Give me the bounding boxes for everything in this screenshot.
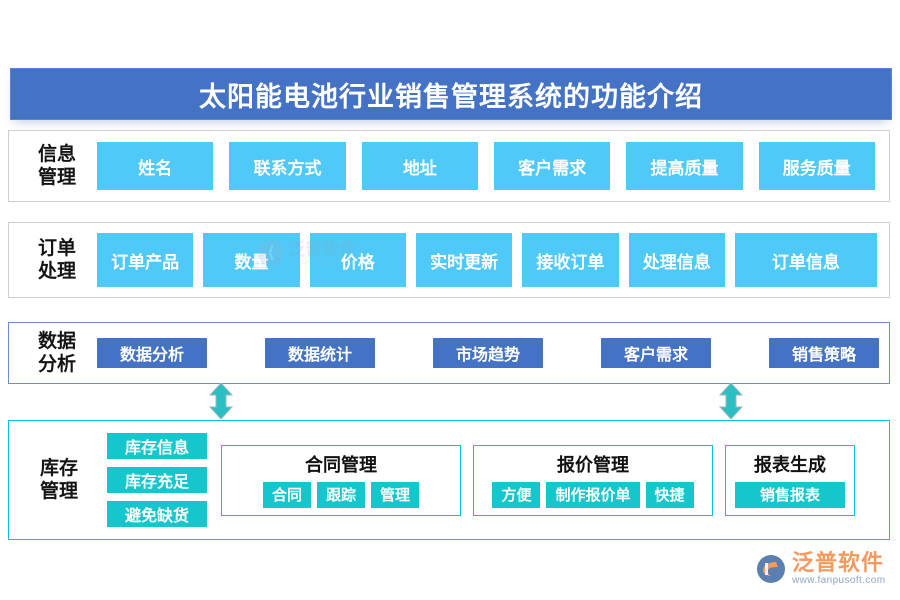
chip-address[interactable]: 地址 (361, 142, 478, 190)
brand-logo: 泛普软件 www.fanpusoft.com (756, 552, 886, 586)
chip-data-analysis[interactable]: 数据分析 (97, 338, 207, 368)
chip-convenient[interactable]: 方便 (492, 481, 541, 508)
section-label-line: 库存 (39, 458, 78, 479)
chip-realtime-update[interactable]: 实时更新 (415, 233, 513, 287)
group-title-report-generation: 报表生成 (754, 454, 826, 475)
section-data-analysis: 数据 分析 数据分析 数据统计 市场趋势 客户需求 销售策略 (8, 322, 890, 384)
section-label-line: 管理 (37, 167, 76, 188)
group-chip-list-contract: 合同 跟踪 管理 (262, 481, 420, 508)
section-label-information-management: 信息 管理 (23, 143, 91, 189)
chip-market-trend[interactable]: 市场趋势 (433, 338, 543, 368)
chip-receive-order[interactable]: 接收订单 (522, 233, 619, 287)
chip-inventory-info[interactable]: 库存信息 (107, 433, 207, 459)
chip-avoid-stockout[interactable]: 避免缺货 (107, 501, 207, 527)
chip-create-quote[interactable]: 制作报价单 (546, 481, 640, 508)
brand-name: 泛普软件 (792, 550, 885, 575)
group-quotation-management: 报价管理 方便 制作报价单 快捷 (473, 444, 713, 516)
section-label-line: 管理 (39, 481, 78, 502)
chip-customer-needs[interactable]: 客户需求 (493, 142, 611, 190)
chip-inventory-ample[interactable]: 库存充足 (107, 467, 207, 493)
chip-order-info[interactable]: 订单信息 (734, 233, 877, 287)
section-label-data-analysis: 数据 分析 (23, 330, 91, 376)
chip-customer-needs[interactable]: 客户需求 (601, 338, 711, 368)
chip-name[interactable]: 姓名 (97, 142, 214, 190)
arrow-up-down-icon (718, 383, 744, 419)
section-label-line: 订单 (37, 238, 76, 259)
group-title-contract-management: 合同管理 (305, 454, 377, 475)
chip-list-information-management: 姓名 联系方式 地址 客户需求 提高质量 服务质量 (97, 142, 889, 190)
section-label-line: 数据 (37, 331, 76, 352)
brand-logo-text: 泛普软件 www.fanpusoft.com (792, 552, 886, 586)
chip-service-quality[interactable]: 服务质量 (758, 142, 875, 190)
group-contract-management: 合同管理 合同 跟踪 管理 (221, 444, 461, 516)
chip-process-info[interactable]: 处理信息 (628, 233, 725, 287)
chip-list-order-processing: 订单产品 数量 价格 实时更新 接收订单 处理信息 订单信息 (97, 233, 889, 287)
chip-quantity[interactable]: 数量 (203, 233, 300, 287)
section-inventory-management: 库存 管理 库存信息 库存充足 避免缺货 合同管理 合同 跟踪 管理 报价管理 … (8, 420, 890, 540)
group-report-generation: 报表生成 销售报表 (725, 444, 855, 516)
section-label-line: 分析 (37, 354, 76, 375)
group-chip-list-report: 销售报表 (735, 481, 845, 508)
chip-list-data-analysis: 数据分析 数据统计 市场趋势 客户需求 销售策略 (97, 338, 889, 368)
section-label-line: 处理 (37, 261, 76, 282)
chip-sales-strategy[interactable]: 销售策略 (769, 338, 879, 368)
chip-order-product[interactable]: 订单产品 (97, 233, 194, 287)
chip-stack-inventory: 库存信息 库存充足 避免缺货 (107, 433, 207, 527)
chip-contact[interactable]: 联系方式 (229, 142, 346, 190)
arrow-up-down-icon (208, 383, 234, 419)
title-banner: 太阳能电池行业销售管理系统的功能介绍 (10, 68, 892, 120)
chip-price[interactable]: 价格 (309, 233, 406, 287)
chip-manage[interactable]: 管理 (371, 481, 420, 508)
section-information-management: 信息 管理 姓名 联系方式 地址 客户需求 提高质量 服务质量 (8, 130, 890, 202)
brand-url: www.fanpusoft.com (792, 575, 886, 586)
chip-tracking[interactable]: 跟踪 (316, 481, 365, 508)
chip-improve-quality[interactable]: 提高质量 (626, 142, 743, 190)
brand-logo-icon (756, 554, 786, 584)
page-title: 太阳能电池行业销售管理系统的功能介绍 (199, 81, 703, 112)
section-label-inventory-management: 库存 管理 (25, 457, 93, 503)
chip-contract[interactable]: 合同 (262, 481, 311, 508)
group-title-quotation-management: 报价管理 (557, 454, 629, 475)
chip-fast[interactable]: 快捷 (645, 481, 694, 508)
section-label-order-processing: 订单 处理 (23, 237, 91, 283)
section-label-line: 信息 (37, 144, 76, 165)
chip-data-statistics[interactable]: 数据统计 (265, 338, 375, 368)
chip-sales-report[interactable]: 销售报表 (735, 481, 845, 508)
group-chip-list-quotation: 方便 制作报价单 快捷 (492, 481, 694, 508)
section-order-processing: 订单 处理 订单产品 数量 价格 实时更新 接收订单 处理信息 订单信息 (8, 222, 890, 298)
